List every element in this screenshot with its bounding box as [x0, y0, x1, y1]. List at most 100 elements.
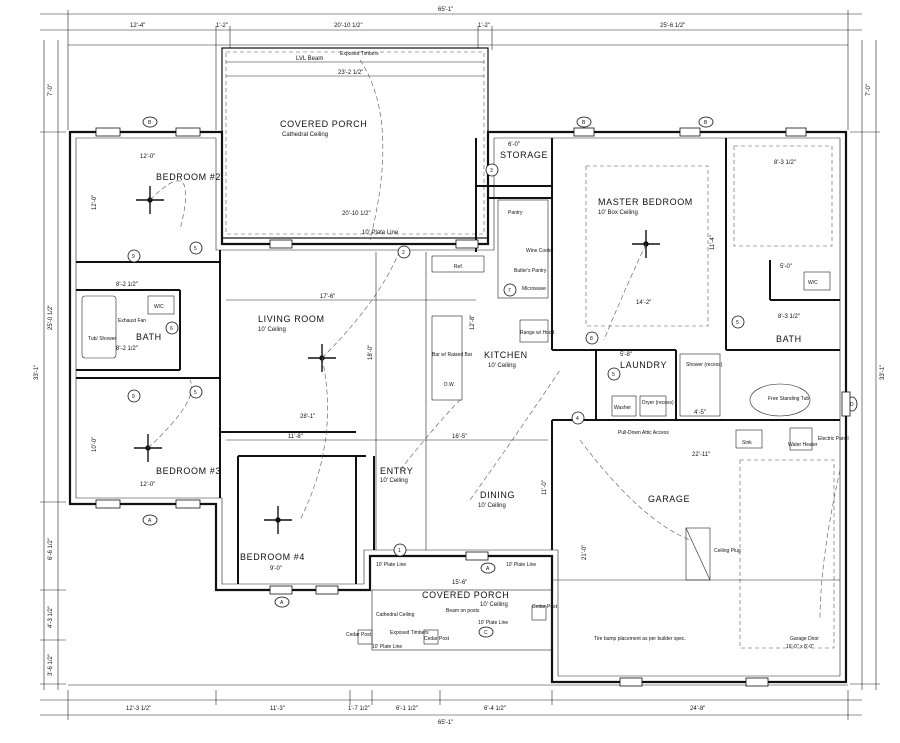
tub-left: [81, 295, 117, 359]
room-entry-ceiling: 10' Ceiling: [380, 478, 408, 484]
dim-left-top: 7'-0": [48, 84, 54, 96]
room-bath-left: BATH: [136, 332, 162, 342]
room-living-ceiling: 10' Ceiling: [258, 327, 286, 333]
door-tag-1: 1: [398, 548, 401, 554]
note-microwave: Microwave: [522, 286, 546, 292]
window-tag-b1: B: [148, 120, 152, 126]
note-wc-left: W/C: [154, 304, 164, 310]
window-tag-a3: A: [486, 566, 490, 572]
dim-porch-inner: 23'-2 1/2": [338, 70, 363, 76]
dim-garage-d: 21'-0": [582, 545, 588, 560]
note-cathedral-front: Cathedral Ceiling: [376, 612, 415, 618]
dim-overall-bottom: 65'-1": [438, 720, 453, 726]
refrigerator: [431, 255, 485, 273]
note-wc-right: W/C: [808, 280, 818, 286]
dimension-labels: 65'-1" 12'-4" 1'-2" 20'-10 1/2" 1'-2" 25…: [34, 7, 886, 726]
note-exposed-timbers-front: Exposed Timbers: [390, 630, 429, 636]
dim-master-d: 11'-4": [710, 235, 716, 250]
dim-bed4-w: 9'-0": [270, 566, 282, 572]
ceiling-plug-box: [685, 527, 711, 581]
free-tub: [749, 383, 811, 417]
room-bedroom-2: BEDROOM #2: [156, 172, 221, 182]
room-covered-porch-front: COVERED PORCH: [422, 590, 509, 600]
note-cedar-post-c: Cedar Post: [532, 604, 558, 610]
door-tag-3: 3: [490, 168, 493, 174]
note-cedar-post-b: Cedar Post: [424, 636, 450, 642]
dim-left-low2: 4'-3 1/2": [48, 606, 54, 628]
note-garage-door-size: 16'-0" x 8'-0": [786, 644, 814, 650]
note-sink: Sink: [742, 440, 752, 446]
window-tag-c: C: [484, 630, 488, 636]
dim-right-overall: 33'-1": [880, 365, 886, 380]
note-plate-line-a: 10' Plate Line: [376, 562, 406, 568]
note-ceiling-plug: Ceiling Plug: [714, 548, 741, 554]
annotations: Pantry Wine Cooler Butler's Pantry Micro…: [346, 210, 558, 650]
note-dw: D.W.: [444, 382, 455, 388]
dim-bottom-2: 11'-3": [270, 706, 285, 712]
dim-left-overall: 33'-1": [34, 365, 40, 380]
room-kitchen-ceiling: 10' Ceiling: [488, 363, 516, 369]
dim-living-d: 18'-0": [368, 345, 374, 360]
dim-hall-a: 11'-8": [288, 434, 303, 440]
note-pantry: Pantry: [508, 210, 523, 216]
note-shower-recess: Shower (recess): [686, 362, 723, 368]
room-kitchen: KITCHEN: [484, 350, 528, 360]
room-storage: STORAGE: [500, 150, 548, 160]
note-exposed-timbers: Exposed Timbers: [340, 51, 379, 57]
door-tag-9b: 9: [132, 394, 135, 400]
dim-bottom-4: 6'-1 1/2": [396, 706, 418, 712]
dim-laundry-w: 5'-8": [620, 352, 632, 358]
room-garage: GARAGE: [648, 494, 690, 504]
note-lvl-beam: LVL Beam: [296, 56, 323, 62]
room-master-ceiling: 10' Box Ceiling: [598, 210, 638, 216]
dim-living-full: 28'-1": [300, 414, 315, 420]
window-tag-b2: B: [582, 120, 586, 126]
water-heater: [789, 427, 813, 451]
dim-garage-w: 22'-11": [692, 452, 710, 458]
dim-hall-b: 16'-5": [452, 434, 467, 440]
room-laundry: LAUNDRY: [620, 360, 667, 370]
note-plate-line-d: 10' Plate Line: [372, 644, 402, 650]
dim-mbath-c: 5'-0": [780, 264, 792, 270]
room-dining: DINING: [480, 490, 515, 500]
dim-bed3-w: 12'-0": [140, 482, 155, 488]
dim-top-gap2: 1'-2": [478, 23, 490, 29]
room-entry: ENTRY: [380, 466, 413, 476]
dim-top-porch: 20'-10 1/2": [334, 23, 363, 29]
window-tag-d: D: [850, 402, 854, 408]
dim-porch-inner2: 20'-10 1/2": [342, 211, 371, 217]
dim-storage-w: 6'-0": [508, 142, 520, 148]
wiring: [147, 59, 841, 621]
dim-top-right: 25'-6 1/2": [660, 23, 685, 29]
room-bedroom-4: BEDROOM #4: [240, 552, 305, 562]
dim-overall-top: 65'-1": [438, 7, 453, 13]
fan-icon: [264, 506, 292, 534]
note-ref: Ref.: [454, 264, 463, 270]
note-cedar-post-a: Cedar Post: [346, 632, 372, 638]
door-tag-5d: 5: [736, 320, 739, 326]
note-plate-line-c: 10' Plate Line: [478, 620, 508, 626]
dim-master-w: 14'-2": [636, 300, 651, 306]
door-tag-9a: 9: [132, 254, 135, 260]
note-butlers-pantry: Butler's Pantry: [514, 268, 547, 274]
rear-porch: LVL Beam Exposed Timbers 23'-2 1/2" COVE…: [221, 47, 489, 239]
note-dryer: Dryer (recess): [642, 400, 674, 406]
dim-bed2-w: 12'-0": [140, 154, 155, 160]
dim-mbath-w: 8'-3 1/2": [774, 160, 796, 166]
door-tag-6: 6: [170, 326, 173, 332]
note-tub-shower: Tub/ Shower: [88, 336, 116, 342]
dim-bed3-d: 10'-0": [92, 437, 98, 452]
dim-top-gap1: 1'-2": [216, 23, 228, 29]
room-dining-ceiling: 10' Ceiling: [478, 503, 506, 509]
window-tag-a2: A: [280, 600, 284, 606]
range: [519, 319, 549, 343]
dim-mbath-w2: 8'-3 1/2": [778, 314, 800, 320]
dim-bottom-1: 12'-3 1/2": [126, 706, 151, 712]
shower: [679, 353, 721, 417]
note-pull-down: Pull-Down Attic Access: [618, 430, 669, 436]
dim-left-mid: 25'-0 1/2": [48, 305, 54, 330]
door-tag-4: 4: [576, 416, 579, 422]
door-tag-8: 8: [590, 336, 593, 342]
bar-counter: [431, 315, 463, 401]
